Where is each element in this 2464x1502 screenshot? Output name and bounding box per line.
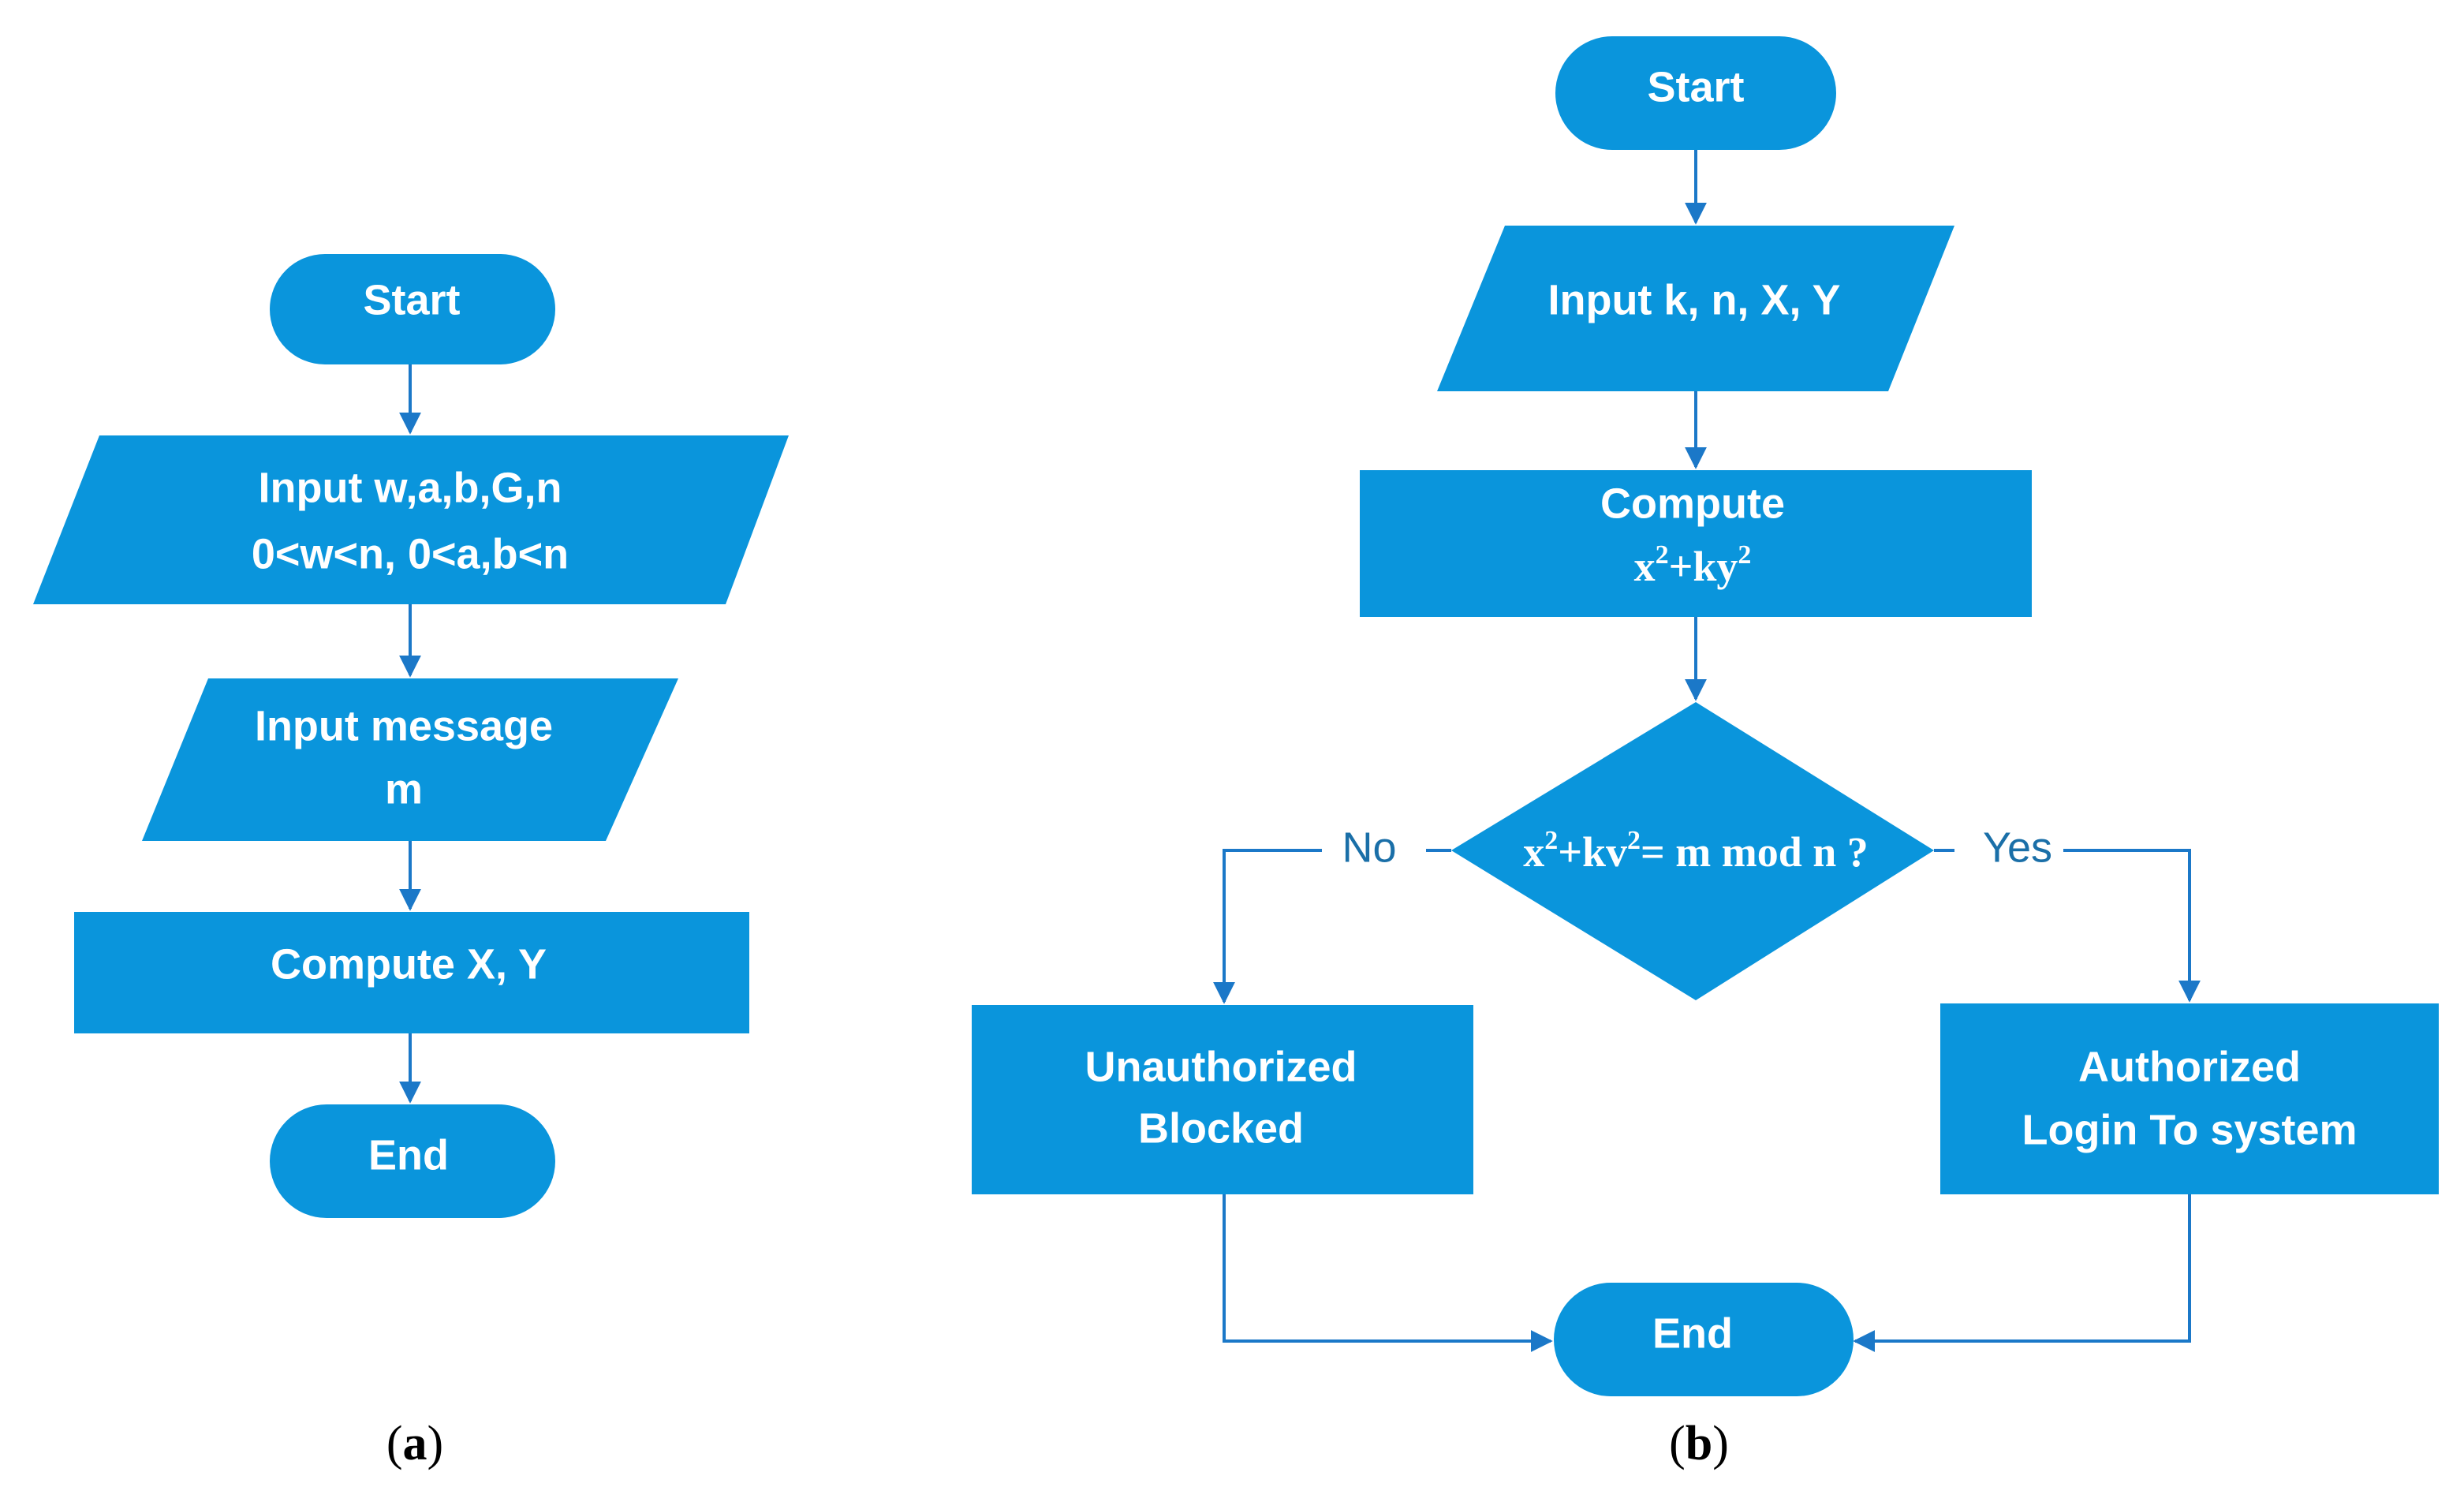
edge-b-no-branch xyxy=(1213,849,1322,1004)
input-params-line1: Input w,a,b,G,n xyxy=(259,464,562,511)
caption-b: (b) xyxy=(1669,1417,1729,1470)
input-params-node: Input w,a,b,G,n 0<w<n, 0<a,b<n xyxy=(33,435,789,604)
unauthorized-line1: Unauthorized xyxy=(1085,1043,1357,1090)
compute-formula-x: x xyxy=(1634,543,1656,590)
caption-b-close: ) xyxy=(1712,1417,1729,1470)
start-label-b: Start xyxy=(1647,63,1744,110)
start-label-a: Start xyxy=(363,276,460,323)
flowchart-a: Start Input w,a,b,G,n 0<w<n, 0<a,b<n Inp… xyxy=(33,254,789,1470)
compute-line1: Compute xyxy=(1600,480,1785,527)
compute-xy-label: Compute X, Y xyxy=(271,940,547,988)
caption-a: (a) xyxy=(386,1417,443,1470)
decision-node: x2+kv2= m mod n ? xyxy=(1451,702,1934,1000)
compute-xy-node: Compute X, Y xyxy=(74,912,749,1033)
decision-rest: = m mod n ? xyxy=(1641,828,1869,876)
decision-y-exp: 2 xyxy=(1627,826,1641,855)
caption-a-letter: a xyxy=(403,1417,427,1470)
edge-b-unauthorized-to-end xyxy=(1223,1194,1553,1352)
edge-b-authorized-to-end xyxy=(1853,1194,2191,1352)
branch-no-label: No xyxy=(1342,824,1396,871)
caption-b-letter: b xyxy=(1686,1417,1712,1470)
input-params-line2: 0<w<n, 0<a,b<n xyxy=(252,530,569,577)
branch-yes-label: Yes xyxy=(1983,824,2052,871)
end-node-a: End xyxy=(270,1104,555,1218)
input-message-line2: m xyxy=(385,765,423,813)
start-node-b: Start xyxy=(1555,36,1836,150)
unauthorized-line2: Blocked xyxy=(1138,1104,1304,1152)
caption-a-open: ( xyxy=(386,1417,403,1470)
start-node-a: Start xyxy=(270,254,555,364)
input-knxy-node: Input k, n, X, Y xyxy=(1437,226,1954,391)
compute-formula: x2+ky2 xyxy=(1634,540,1752,591)
flowchart-b: Start Input k, n, X, Y Compute x2+ky2 x2… xyxy=(972,36,2439,1470)
input-message-node: Input message m xyxy=(142,678,678,841)
decision-mid: +kv xyxy=(1558,828,1627,876)
end-label-b: End xyxy=(1652,1310,1733,1357)
edge-b-yes-branch xyxy=(2063,849,2201,1003)
authorized-node: Authorized Login To system xyxy=(1940,1003,2439,1194)
compute-formula-mid: +ky xyxy=(1669,543,1738,590)
end-node-b: End xyxy=(1554,1283,1854,1396)
compute-formula-node: Compute x2+ky2 xyxy=(1360,470,2032,617)
input-message-line1: Input message xyxy=(255,702,553,749)
decision-label: x2+kv2= m mod n ? xyxy=(1523,826,1869,876)
decision-x-exp: 2 xyxy=(1544,826,1558,855)
decision-x: x xyxy=(1523,828,1544,876)
compute-formula-x-exp: 2 xyxy=(1656,540,1669,570)
end-label-a: End xyxy=(368,1131,449,1179)
input-knxy-label: Input k, n, X, Y xyxy=(1547,276,1840,323)
compute-formula-y-exp: 2 xyxy=(1738,540,1751,570)
caption-b-open: ( xyxy=(1669,1417,1686,1470)
caption-a-close: ) xyxy=(427,1417,444,1470)
unauthorized-node: Unauthorized Blocked xyxy=(972,1005,1473,1194)
authorized-line1: Authorized xyxy=(2078,1043,2301,1090)
authorized-line2: Login To system xyxy=(2022,1106,2357,1153)
